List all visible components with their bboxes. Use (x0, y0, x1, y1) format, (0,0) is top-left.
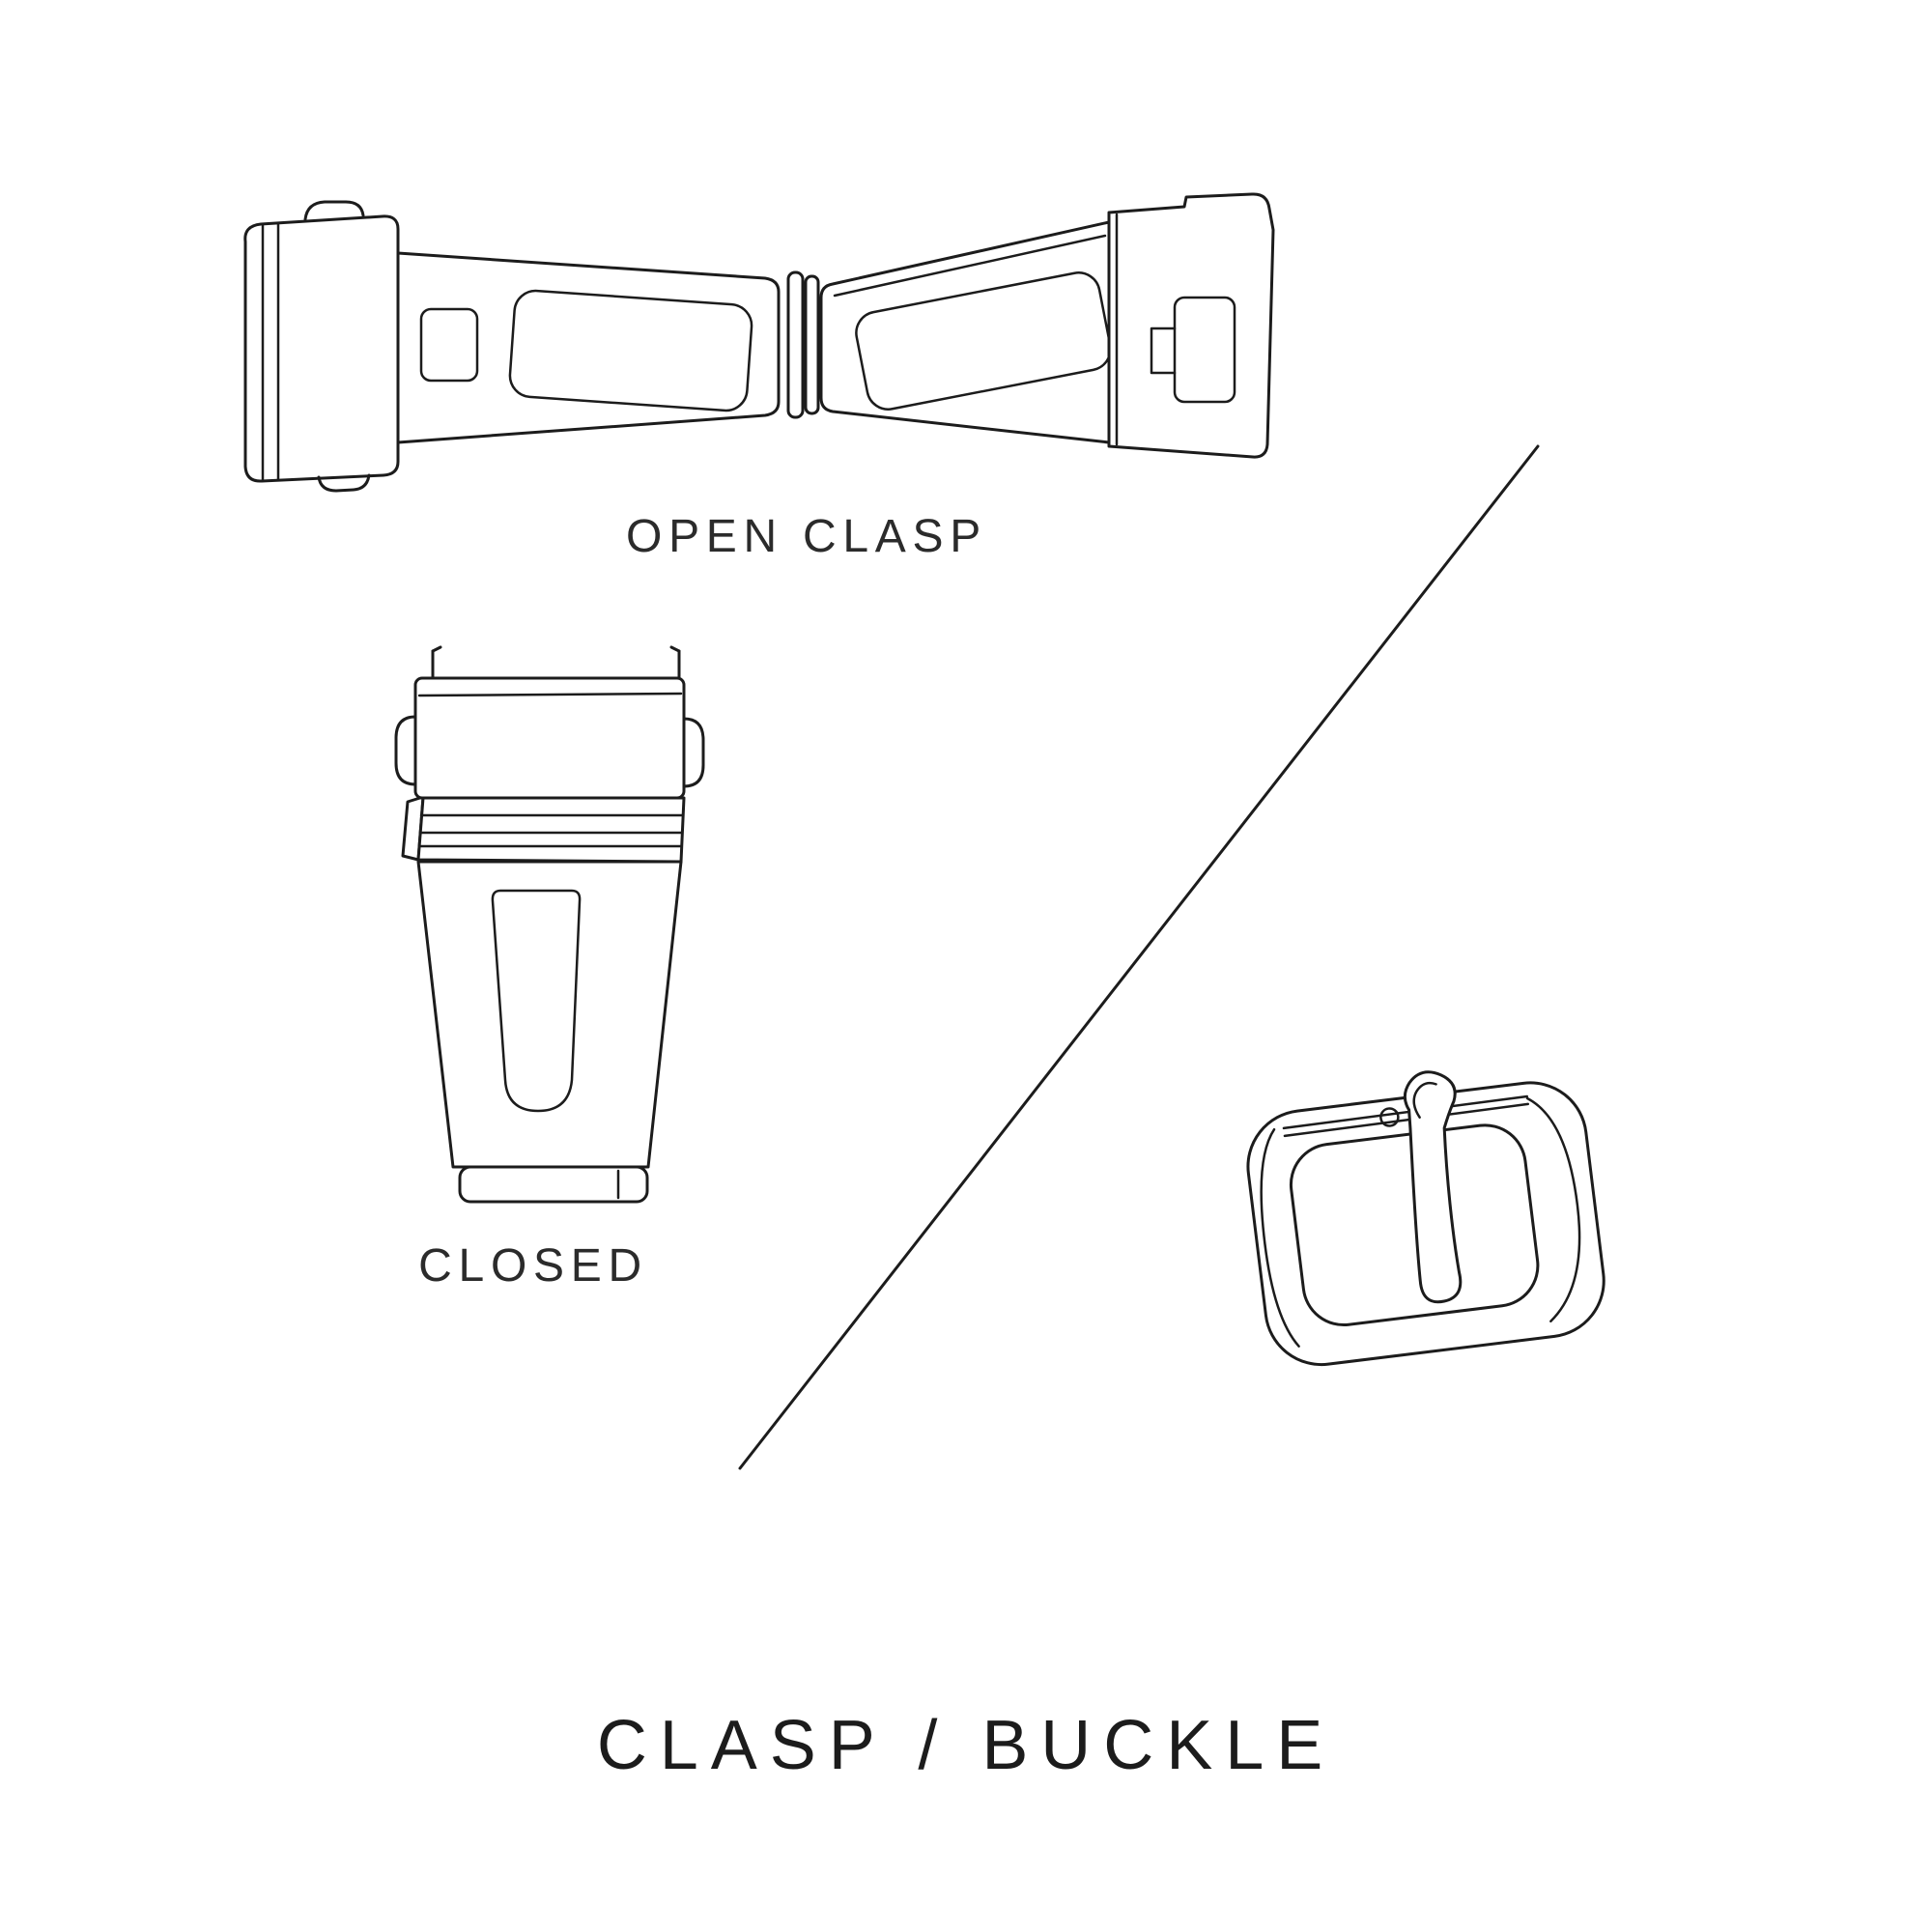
open-clasp-label: OPEN CLASP (626, 511, 987, 562)
diagram-title: CLASP / BUCKLE (596, 1707, 1336, 1784)
open-clasp-illustration (243, 192, 1275, 493)
tang-buckle-illustration (1246, 1070, 1605, 1367)
closed-clasp-label: CLOSED (418, 1240, 648, 1292)
closed-clasp-illustration (394, 645, 705, 1204)
